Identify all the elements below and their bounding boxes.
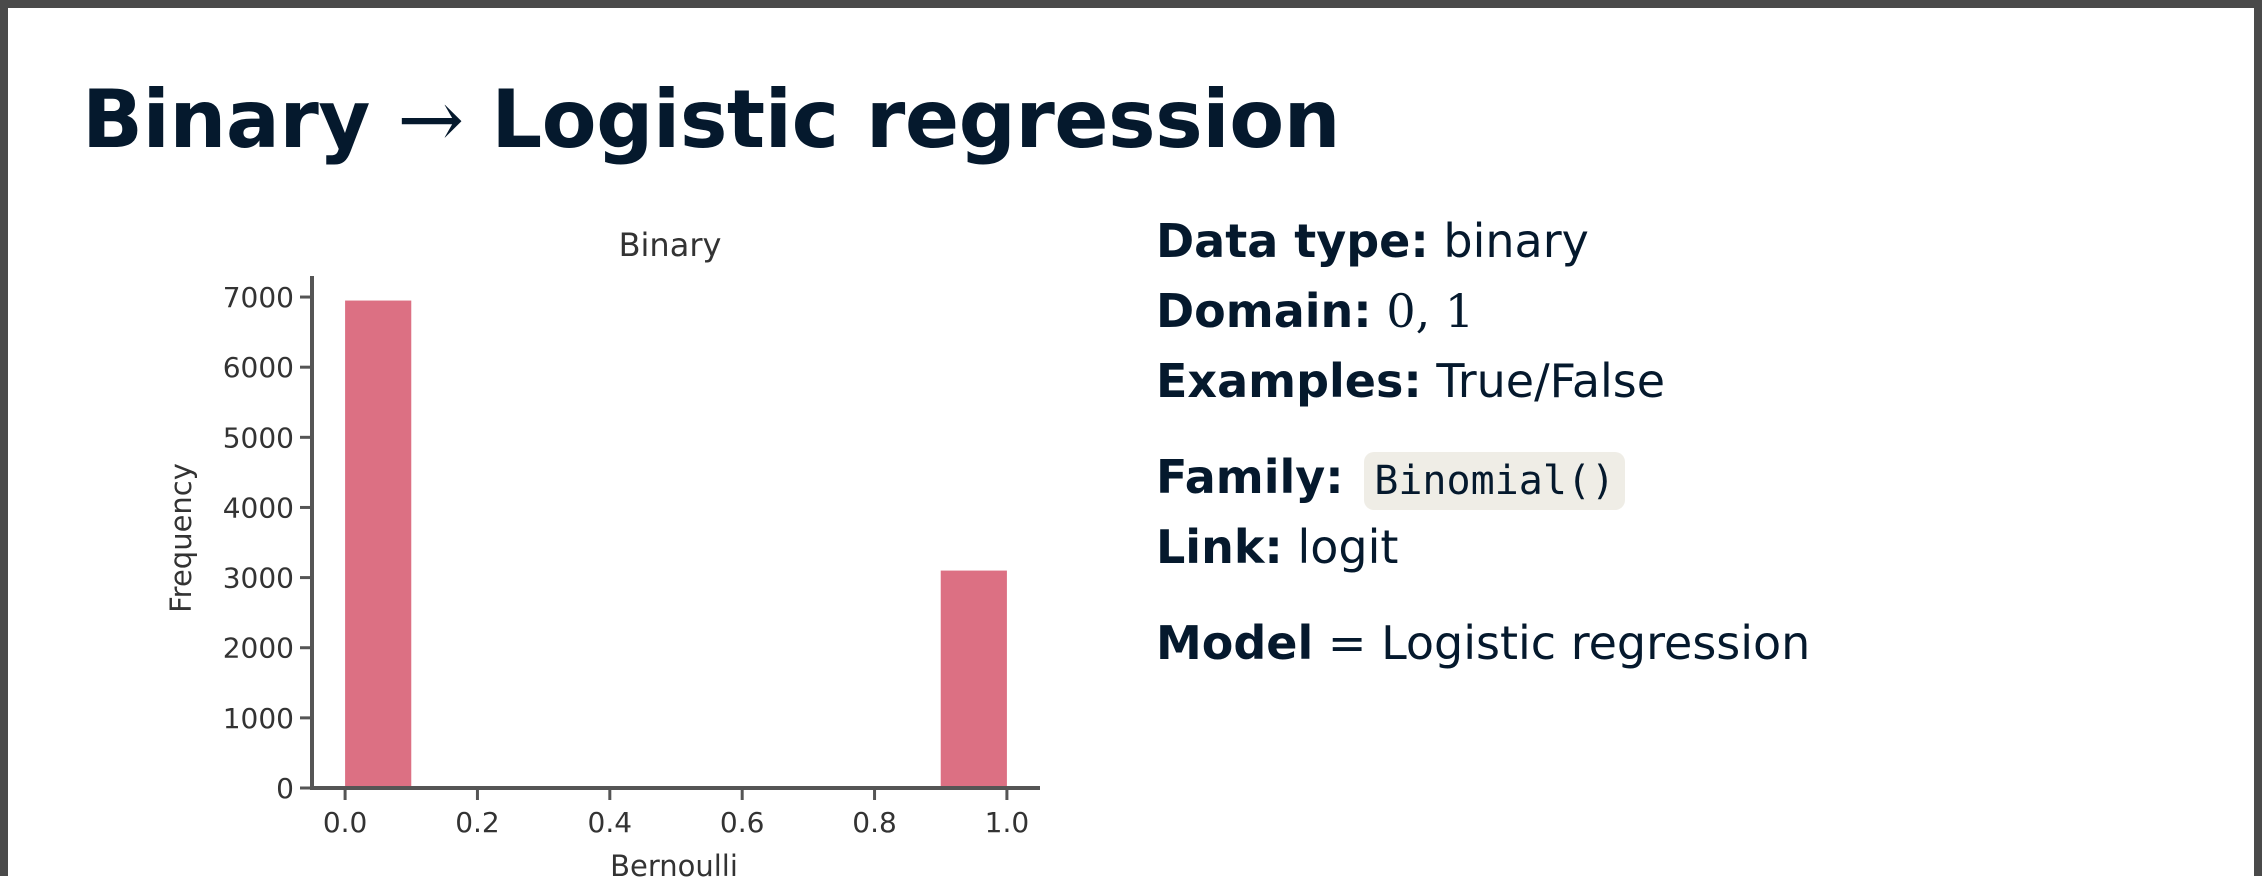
link-key: Link <box>1156 520 1265 574</box>
x-tick-label: 0.8 <box>852 806 897 839</box>
slide-title: Binary → Logistic regression <box>82 70 1341 170</box>
examples-key: Examples <box>1156 354 1404 408</box>
chart-title: Binary <box>619 226 722 264</box>
histogram-bar <box>345 300 412 788</box>
family-line: Family: Binomial() <box>1156 442 1810 512</box>
data-type-key: Data type <box>1156 214 1411 268</box>
x-ticks: 0.0 0.2 0.4 0.6 0.8 1.0 <box>323 788 1029 839</box>
model-value: Logistic regression <box>1381 616 1811 670</box>
histogram-chart: Binary 0 1000 2000 3000 4000 5000 6000 7000 0.0… <box>164 226 1040 883</box>
y-tick-label: 6000 <box>223 351 294 384</box>
examples-value: True/False <box>1436 354 1666 408</box>
y-tick-label: 3000 <box>223 562 294 595</box>
y-tick-label: 1000 <box>223 702 294 735</box>
y-tick-label: 5000 <box>223 421 294 454</box>
info-panel: Data type: binary Domain: 0, 1 Examples:… <box>1156 206 1810 678</box>
title-left: Binary <box>82 73 370 166</box>
examples-line: Examples: True/False <box>1156 354 1666 408</box>
x-tick-label: 0.4 <box>588 806 633 839</box>
y-tick-label: 2000 <box>223 632 294 665</box>
arrow-icon: → <box>397 73 464 166</box>
domain-value: 0, 1 <box>1386 284 1475 338</box>
histogram-bar <box>940 570 1007 788</box>
axes <box>310 276 1040 790</box>
link-line: Link: logit <box>1156 520 1399 574</box>
x-tick-label: 0.0 <box>323 806 368 839</box>
title-right: Logistic regression <box>491 73 1341 166</box>
y-tick-label: 4000 <box>223 491 294 524</box>
link-value: logit <box>1297 520 1399 574</box>
x-tick-label: 1.0 <box>985 806 1030 839</box>
model-line: Model = Logistic regression <box>1156 616 1811 670</box>
x-axis-label: Bernoulli <box>610 849 738 883</box>
x-tick-label: 0.6 <box>720 806 765 839</box>
domain-line: Domain: 0, 1 <box>1156 284 1475 338</box>
family-key: Family <box>1156 450 1326 504</box>
data-type-value: binary <box>1443 214 1589 268</box>
y-tick-label: 7000 <box>223 281 294 314</box>
y-ticks: 0 1000 2000 3000 4000 5000 6000 7000 <box>223 281 312 805</box>
model-key: Model <box>1156 616 1314 670</box>
domain-key: Domain <box>1156 284 1354 338</box>
bars <box>345 300 1007 788</box>
family-code: Binomial() <box>1364 451 1626 510</box>
y-tick-label: 0 <box>276 772 294 805</box>
data-type-line: Data type: binary <box>1156 214 1589 268</box>
y-axis-label: Frequency <box>164 463 198 613</box>
x-tick-label: 0.2 <box>455 806 500 839</box>
